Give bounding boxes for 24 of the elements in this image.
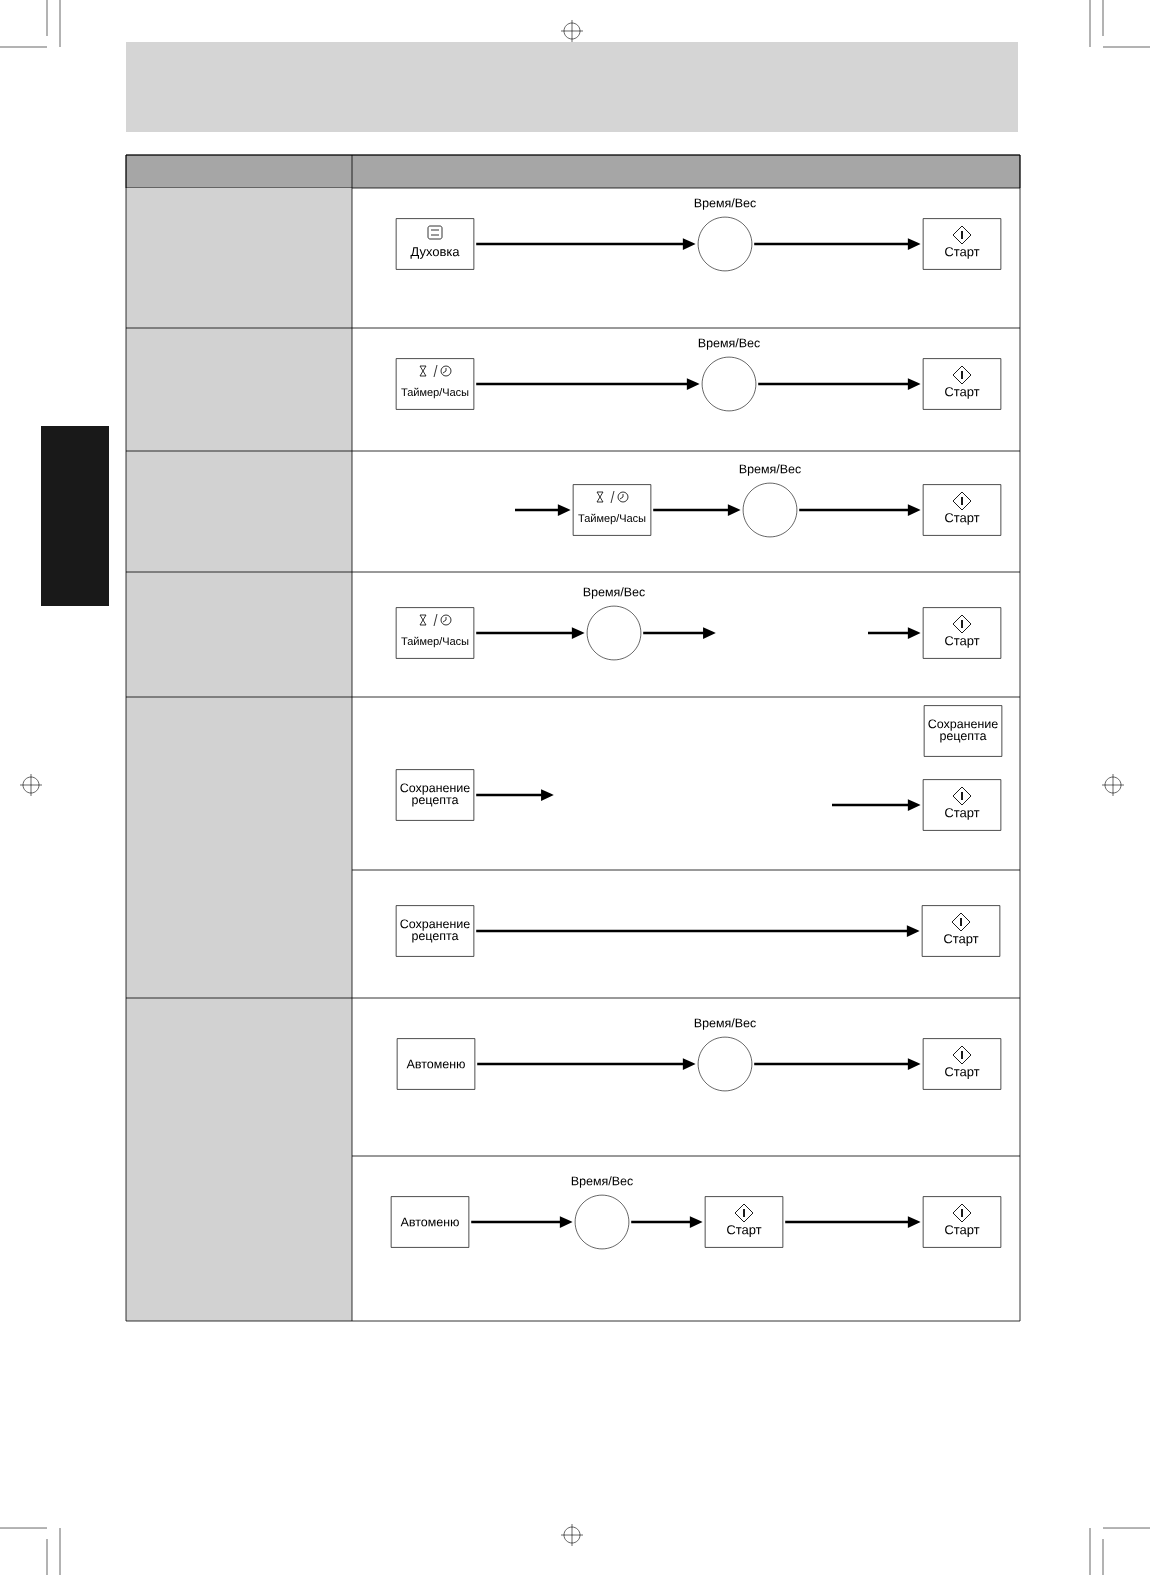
- button: Старт: [922, 358, 1002, 410]
- button: Старт: [922, 1196, 1002, 1248]
- dial-label: Время/Вес: [583, 587, 645, 599]
- button: Таймер/Часы: [395, 358, 475, 410]
- button: Старт: [921, 905, 1001, 957]
- button: Сохранение рецепта: [923, 705, 1003, 757]
- button: Сохранение рецепта: [395, 769, 475, 821]
- button: Старт: [922, 1038, 1002, 1090]
- button: Сохранение рецепта: [395, 905, 475, 957]
- button: Духовка: [395, 218, 475, 270]
- button: Старт: [922, 218, 1002, 270]
- dial-label: Время/Вес: [694, 1018, 756, 1030]
- button: Старт: [922, 779, 1002, 831]
- button: Автоменю: [390, 1196, 470, 1248]
- button: Старт: [922, 607, 1002, 659]
- dial-label: Время/Вес: [698, 338, 760, 350]
- button: Таймер/Часы: [395, 607, 475, 659]
- button: Старт: [922, 484, 1002, 536]
- dial-label: Время/Вес: [739, 464, 801, 476]
- button: Таймер/Часы: [572, 484, 652, 536]
- button: Старт: [704, 1196, 784, 1248]
- button: Автоменю: [396, 1038, 476, 1090]
- dial-label: Время/Вес: [571, 1176, 633, 1188]
- dial-label: Время/Вес: [694, 198, 756, 210]
